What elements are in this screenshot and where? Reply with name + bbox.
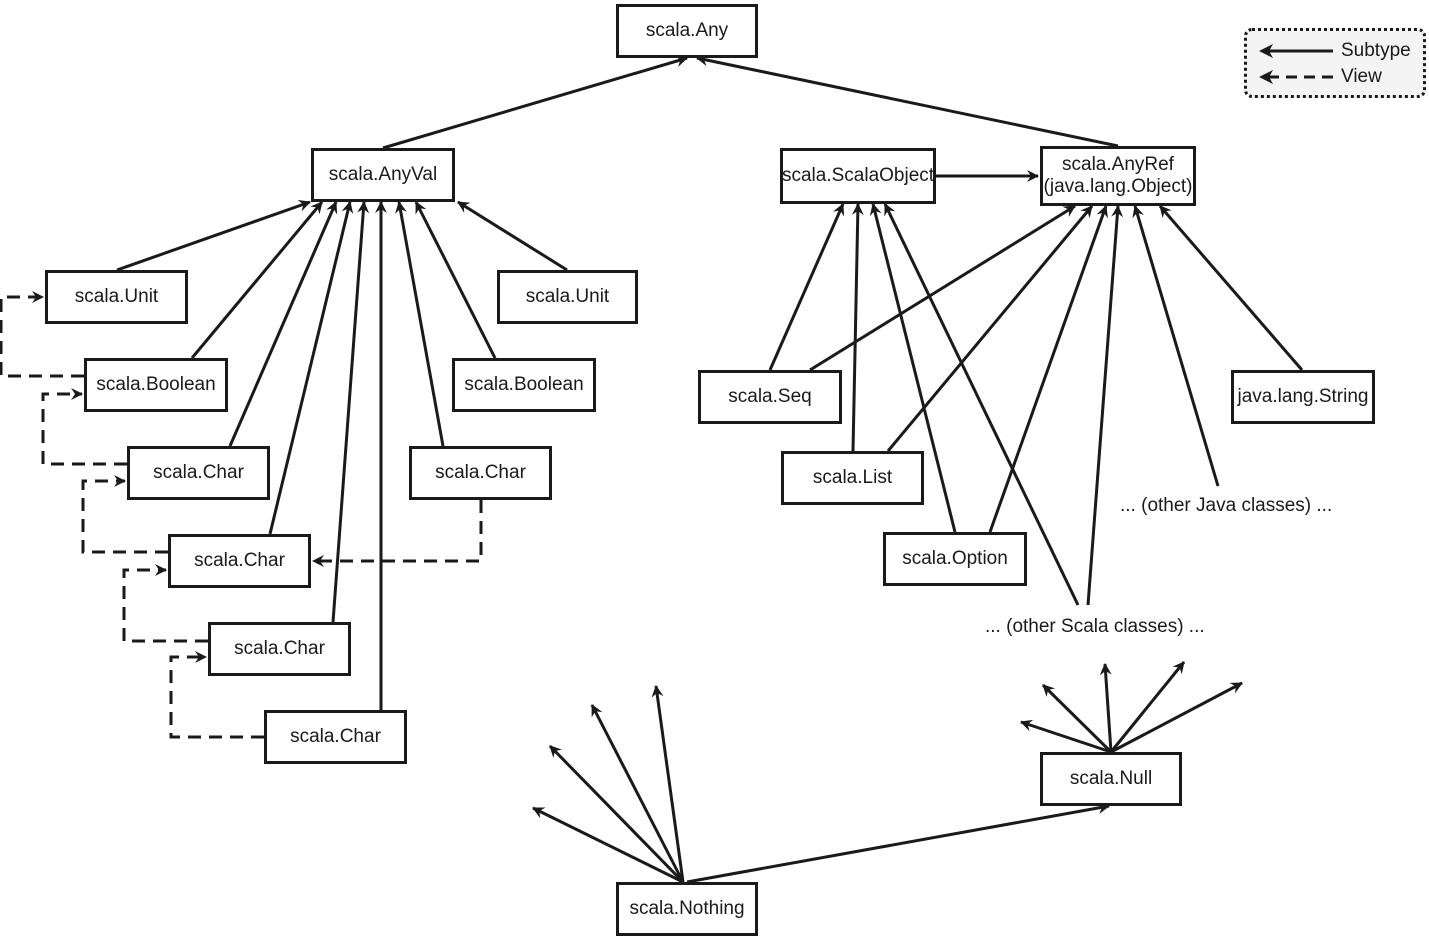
edge-null-up-2 xyxy=(1041,683,1113,754)
node-scala-unit-right: scala.Unit xyxy=(497,270,638,324)
edge-nothing-up-4 xyxy=(651,685,685,883)
node-scala-option: scala.Option xyxy=(883,532,1027,586)
edge-other-scala-to-anyref xyxy=(1086,205,1124,606)
node-scala-char-3: scala.Char xyxy=(208,622,351,676)
edge-char-2-to-anyval xyxy=(268,201,354,535)
edge-nothing-up-3 xyxy=(590,704,685,883)
edge-nothing-to-null xyxy=(686,802,1110,884)
edge-anyref-to-any xyxy=(696,54,1119,148)
edge-seq-to-anyref xyxy=(809,204,1076,372)
edge-char-3-to-anyval xyxy=(331,201,370,623)
edge-nothing-up-1 xyxy=(532,806,684,884)
node-scala-char-2: scala.Char xyxy=(168,534,311,588)
view-char-4-to-char-3 xyxy=(169,651,264,739)
node-scala-anyref: scala.AnyRef (java.lang.Object) xyxy=(1040,146,1196,206)
legend: Subtype View xyxy=(1244,28,1426,98)
node-scala-boolean-right: scala.Boolean xyxy=(452,358,596,412)
view-char-3-to-char-2 xyxy=(122,564,208,643)
legend-view-label: View xyxy=(1341,66,1382,87)
edge-unit-right-to-anyval xyxy=(457,200,568,272)
edge-null-up-4 xyxy=(1109,661,1186,753)
node-scala-scalaobject: scala.ScalaObject xyxy=(780,148,936,204)
legend-view-row: View xyxy=(1257,65,1423,89)
node-scala-list: scala.List xyxy=(781,451,924,505)
edge-list-to-scalaobject xyxy=(851,203,864,452)
legend-dashed-arrow-icon xyxy=(1259,70,1333,84)
edge-nothing-up-2 xyxy=(548,744,685,884)
edge-string-to-anyref xyxy=(1158,205,1304,371)
node-scala-null: scala.Null xyxy=(1040,752,1182,806)
edge-seq-to-scalaobject xyxy=(768,203,845,371)
edge-anyval-to-any xyxy=(382,55,688,150)
node-scala-any: scala.Any xyxy=(616,4,758,58)
label-other-scala-classes: ... (other Scala classes) ... xyxy=(985,616,1205,637)
node-scala-seq: scala.Seq xyxy=(698,370,842,424)
edge-other-scala-to-scalaobject xyxy=(883,203,1080,606)
legend-solid-arrow-icon xyxy=(1259,44,1333,58)
edge-option-to-scalaobject xyxy=(869,203,957,533)
node-scala-char-1: scala.Char xyxy=(127,446,270,500)
edge-list-to-anyref xyxy=(886,205,1094,452)
node-java-lang-string: java.lang.String xyxy=(1231,370,1375,424)
node-scala-unit-left: scala.Unit xyxy=(45,270,188,324)
legend-subtype-row: Subtype xyxy=(1257,39,1423,63)
node-scala-char-4: scala.Char xyxy=(264,710,407,764)
edge-null-up-5 xyxy=(1110,681,1243,754)
node-scala-char-right: scala.Char xyxy=(409,446,552,500)
edge-null-up-3 xyxy=(1099,663,1113,753)
legend-subtype-label: Subtype xyxy=(1341,40,1411,61)
node-scala-anyval: scala.AnyVal xyxy=(311,148,455,202)
edge-boolean-left-to-anyval xyxy=(190,201,324,359)
view-char-1-to-boolean-left xyxy=(41,388,127,466)
edge-boolean-right-to-anyval xyxy=(414,201,497,359)
edge-option-to-anyref xyxy=(988,205,1108,533)
view-char-right-to-char-2 xyxy=(312,500,483,567)
node-scala-boolean-left: scala.Boolean xyxy=(84,358,228,412)
edge-char-right-to-anyval xyxy=(395,201,445,447)
edge-other-java-to-anyref xyxy=(1132,205,1220,487)
edge-unit-left-to-anyval xyxy=(116,199,311,272)
edge-null-up-1 xyxy=(1020,719,1112,754)
label-other-java-classes: ... (other Java classes) ... xyxy=(1120,495,1333,516)
edge-char-1-to-anyval xyxy=(228,201,338,447)
node-scala-nothing: scala.Nothing xyxy=(616,882,758,936)
view-char-2-to-char-1 xyxy=(81,475,168,554)
